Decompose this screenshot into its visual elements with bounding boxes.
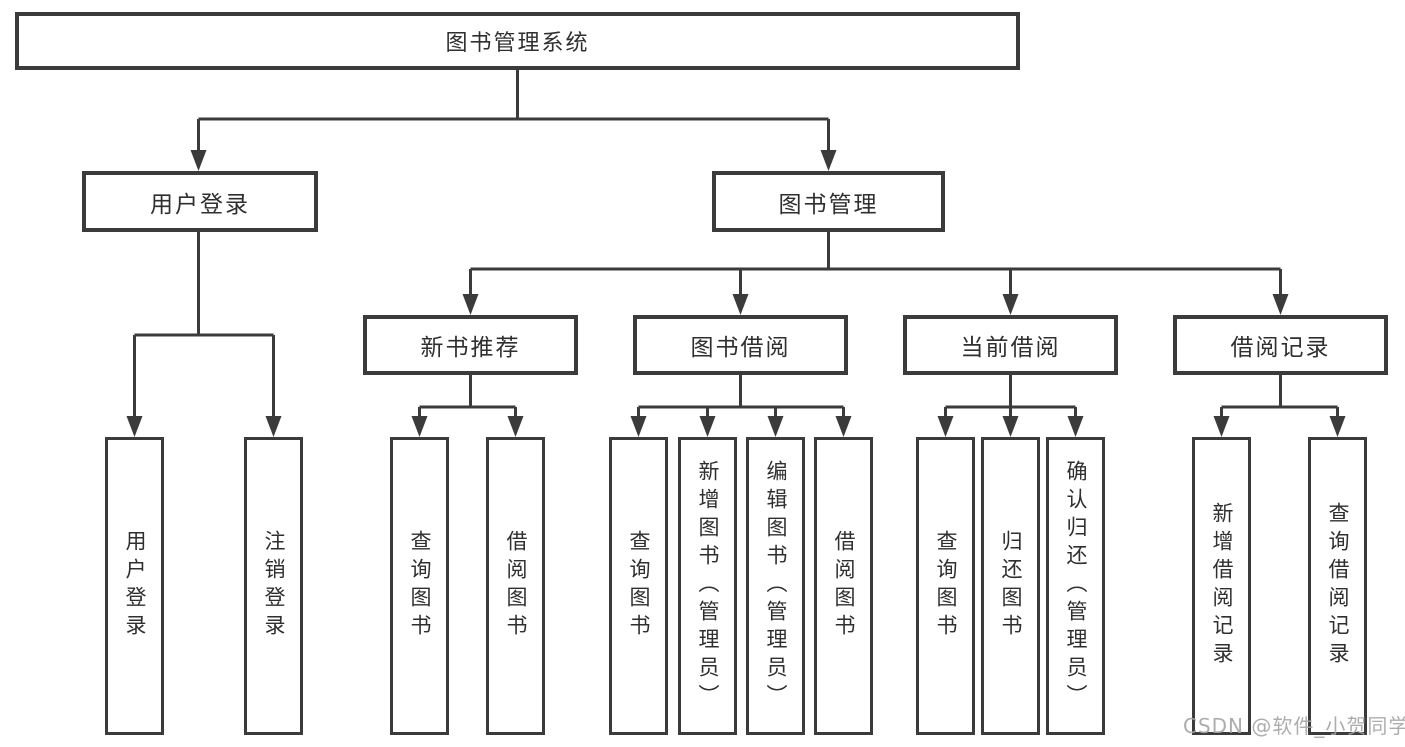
leaf-borrow-edit-books-admin-label: 编辑图书（管理员）: [764, 460, 788, 712]
leaf-current-confirm-return-admin: 确认归还（管理员）: [1046, 437, 1105, 735]
leaf-borrow-borrow-books: 借阅图书: [814, 437, 873, 735]
node-book-borrow: 图书借阅: [633, 315, 848, 375]
leaf-newrec-query-books: 查询图书: [390, 437, 449, 735]
leaf-current-confirm-return-admin-label: 确认归还（管理员）: [1064, 460, 1088, 712]
leaf-borrow-query-books-label: 查询图书: [627, 530, 651, 642]
leaf-current-query-books-label: 查询图书: [934, 530, 958, 642]
node-borrow-records: 借阅记录: [1173, 315, 1388, 375]
leaf-records-add-record: 新增借阅记录: [1192, 437, 1251, 735]
node-root-system: 图书管理系统: [15, 12, 1020, 70]
node-current-borrow-label: 当前借阅: [960, 335, 1061, 361]
node-current-borrow: 当前借阅: [903, 315, 1118, 375]
leaf-current-return-books-label: 归还图书: [999, 530, 1023, 642]
leaf-borrow-add-books-admin: 新增图书（管理员）: [678, 437, 737, 735]
node-user-login: 用户登录: [82, 171, 318, 232]
node-book-management-label: 图书管理: [778, 191, 879, 218]
leaf-user-login: 用户登录: [105, 437, 164, 735]
node-root-label: 图书管理系统: [445, 31, 590, 56]
leaf-current-query-books: 查询图书: [916, 437, 975, 735]
node-new-book-recommend: 新书推荐: [363, 315, 578, 375]
leaf-newrec-borrow-books: 借阅图书: [486, 437, 545, 735]
leaf-logout-label: 注销登录: [262, 530, 286, 642]
leaf-newrec-query-books-label: 查询图书: [408, 530, 432, 642]
node-book-borrow-label: 图书借阅: [690, 335, 791, 361]
node-book-management: 图书管理: [712, 171, 945, 232]
leaf-borrow-edit-books-admin: 编辑图书（管理员）: [746, 437, 805, 735]
node-user-login-label: 用户登录: [150, 191, 250, 218]
leaf-records-add-record-label: 新增借阅记录: [1210, 502, 1234, 670]
leaf-records-query-record: 查询借阅记录: [1308, 437, 1367, 735]
leaf-borrow-borrow-books-label: 借阅图书: [832, 530, 856, 642]
leaf-user-login-label: 用户登录: [123, 530, 147, 642]
node-borrow-records-label: 借阅记录: [1230, 335, 1331, 361]
node-new-book-recommend-label: 新书推荐: [420, 335, 521, 361]
leaf-records-query-record-label: 查询借阅记录: [1326, 502, 1350, 670]
leaf-newrec-borrow-books-label: 借阅图书: [504, 530, 528, 642]
leaf-borrow-add-books-admin-label: 新增图书（管理员）: [696, 460, 720, 712]
leaf-logout: 注销登录: [244, 437, 303, 735]
leaf-current-return-books: 归还图书: [981, 437, 1040, 735]
leaf-borrow-query-books: 查询图书: [609, 437, 668, 735]
csdn-watermark: CSDN @软件_小贺同学: [1183, 714, 1405, 738]
